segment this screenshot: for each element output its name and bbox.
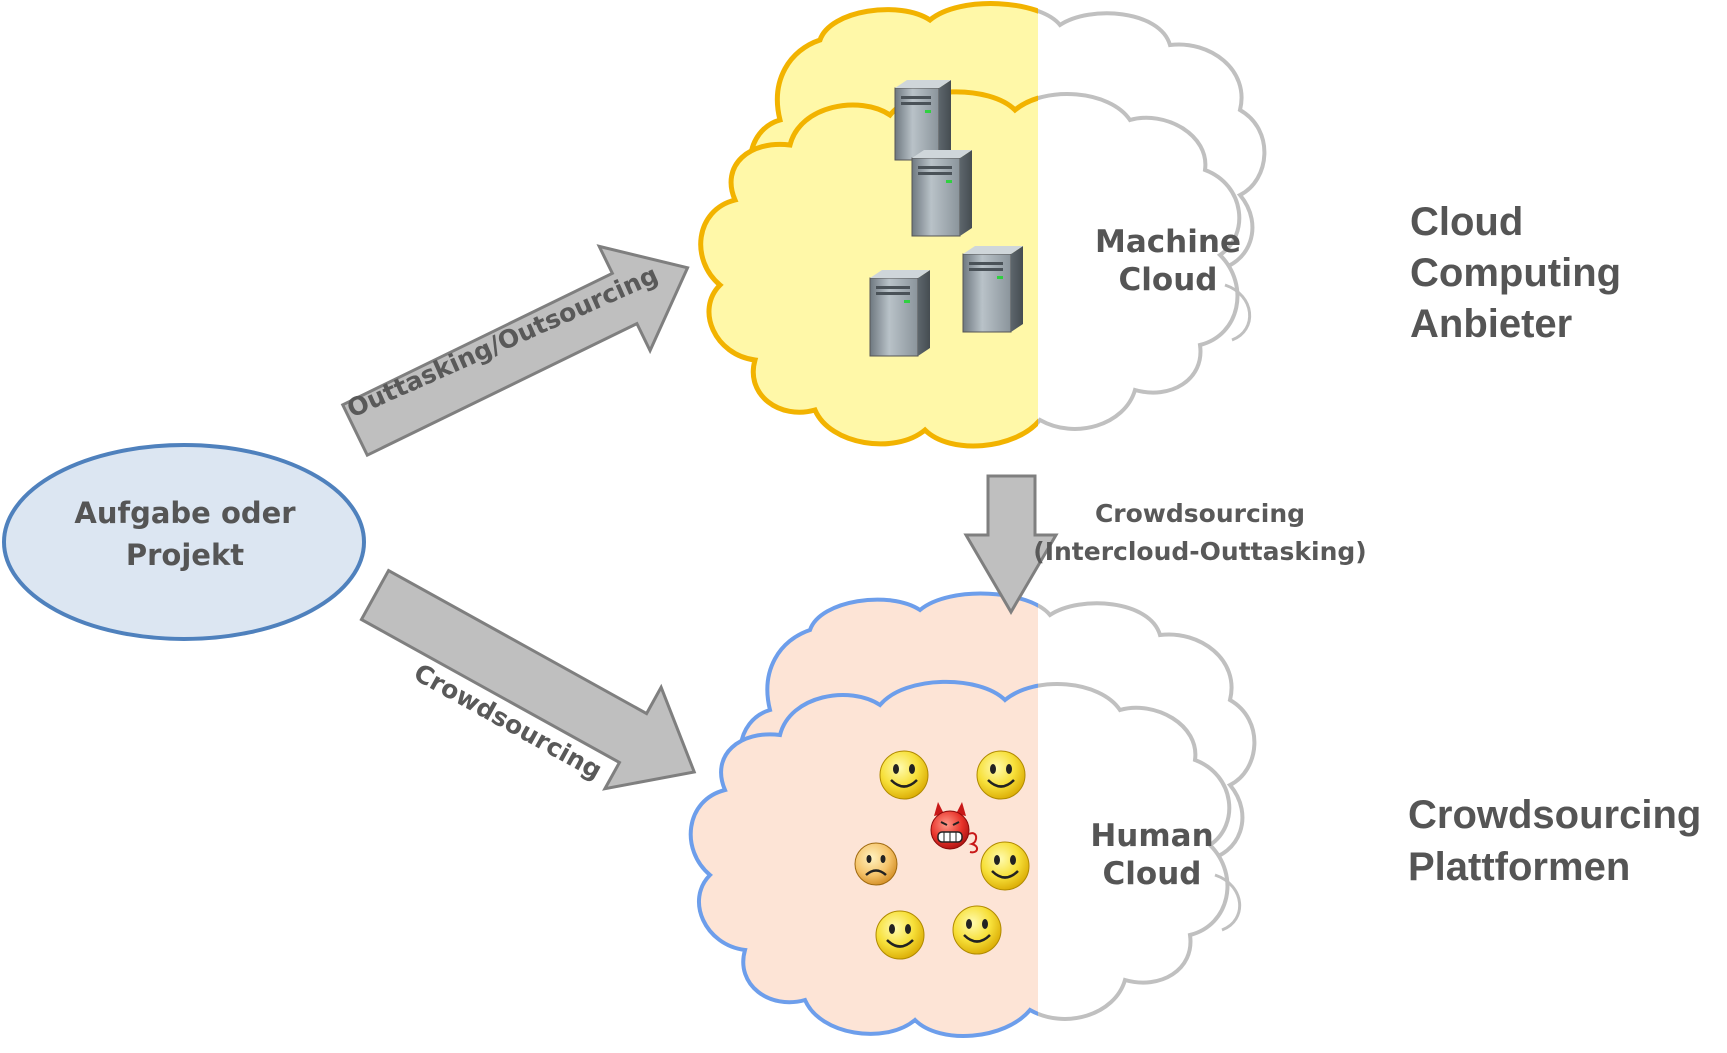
intercloud-arrow-label-line1: Crowdsourcing [1095, 499, 1305, 528]
cloud-provider-label-line2: Computing [1410, 251, 1621, 295]
server-icon [869, 270, 930, 357]
crowd-platforms-label-line2: Plattformen [1408, 845, 1630, 889]
smiley-icon [976, 750, 1026, 800]
crowd-platforms-label-line1: Crowdsourcing [1408, 793, 1701, 837]
intercloud-arrow [963, 474, 1059, 615]
human-cloud [688, 591, 1257, 1039]
task-label-line2: Projekt [126, 538, 244, 572]
server-icon [911, 150, 972, 237]
crowdsourcing-arrow [359, 568, 697, 791]
outsourcing-arrow [340, 244, 690, 458]
human-cloud-label-line1: Human [1090, 818, 1213, 854]
human-cloud-label-line2: Cloud [1103, 856, 1202, 892]
intercloud-arrow-label-line2: (Intercloud-Outtasking) [1033, 537, 1366, 566]
cloud-provider-label-line1: Cloud [1410, 200, 1523, 244]
task-node: Aufgabe oder Projekt [2, 443, 366, 641]
devil-face-icon [930, 802, 978, 854]
sad-face-icon [854, 842, 898, 886]
smiley-icon [952, 905, 1002, 955]
cloud-provider-label: Cloud Computing Anbieter [1410, 200, 1621, 346]
cloud-provider-label-line3: Anbieter [1410, 302, 1572, 346]
server-icon [962, 246, 1023, 333]
crowd-platforms-label: Crowdsourcing Plattformen [1408, 793, 1701, 889]
server-icon [894, 80, 951, 161]
machine-cloud: Machine Cloud [701, 4, 1267, 446]
outsourcing-arrow-label: Outtasking/Outsourcing [343, 260, 663, 424]
smiley-icon [980, 841, 1030, 891]
smiley-icon [879, 750, 929, 800]
machine-cloud-label-line2: Cloud [1119, 262, 1218, 298]
machine-cloud-label-line1: Machine [1095, 224, 1241, 260]
task-label-line1: Aufgabe oder [74, 496, 296, 530]
smiley-icon [875, 910, 925, 960]
